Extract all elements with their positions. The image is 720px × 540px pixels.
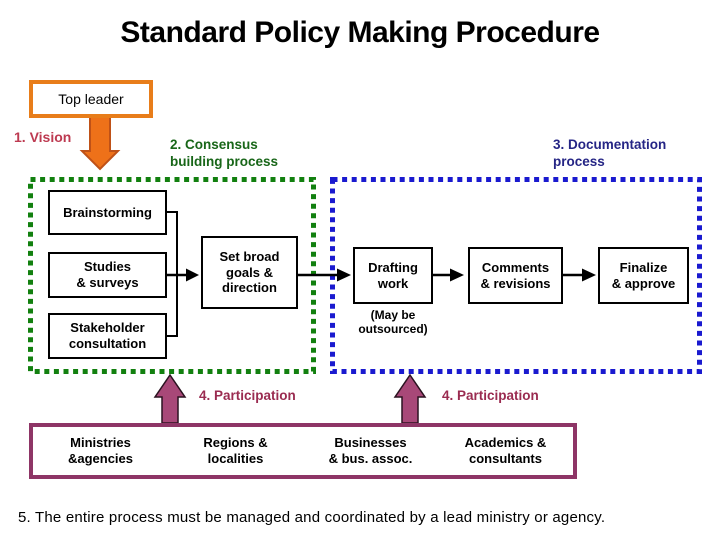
arrow-drafting-to-comments-head	[450, 268, 464, 282]
slide-title: Standard Policy Making Procedure	[120, 16, 600, 49]
studies-surveys-box: Studies & surveys	[48, 252, 167, 298]
stakeholder-consultation-box: Stakeholder consultation	[48, 313, 167, 359]
participant-regions: Regions & localities	[203, 434, 268, 466]
set-broad-goals-label: Set broad goals & direction	[219, 249, 280, 296]
finalize-approve-label: Finalize & approve	[611, 259, 676, 291]
brainstorming-box: Brainstorming	[48, 190, 167, 235]
label-vision: 1. Vision	[14, 129, 72, 145]
drafting-work-label: Drafting work	[368, 259, 418, 291]
label-participation-right: 4. Participation	[442, 388, 539, 403]
arrow-goals-to-drafting-head	[337, 268, 351, 282]
participants-box: Ministries &agencies Regions & localitie…	[29, 423, 577, 479]
brainstorming-label: Brainstorming	[63, 204, 152, 220]
set-broad-goals-box: Set broad goals & direction	[201, 236, 298, 309]
stakeholder-consultation-label: Stakeholder consultation	[68, 320, 147, 351]
comments-revisions-box: Comments & revisions	[468, 247, 563, 304]
coordination-note: 5. The entire process must be managed an…	[18, 509, 606, 526]
participation-up-arrow-left	[153, 373, 187, 424]
finalize-approve-box: Finalize & approve	[598, 247, 689, 304]
participant-academics: Academics & consultants	[464, 434, 547, 466]
participation-up-arrow-right	[393, 373, 427, 424]
drafting-work-box: Drafting work	[353, 247, 433, 304]
arrow-comments-to-finalize-head	[582, 268, 596, 282]
label-documentation-process: 3. Documentation process	[553, 137, 667, 169]
studies-surveys-label: Studies & surveys	[76, 259, 139, 290]
label-participation-left: 4. Participation	[199, 388, 296, 403]
participant-ministries: Ministries &agencies	[67, 434, 134, 466]
top-leader-label: Top leader	[58, 91, 124, 107]
bracket-connector	[167, 211, 178, 337]
top-leader-box: Top leader	[29, 80, 153, 118]
vision-down-arrow	[79, 115, 121, 171]
may-be-outsourced-note: (May be outsourced)	[358, 308, 428, 337]
participant-businesses: Businesses & bus. assoc.	[328, 434, 413, 466]
arrow-to-goals-head	[186, 268, 199, 282]
label-consensus-building-process: 2. Consensus building process	[170, 137, 279, 169]
comments-revisions-label: Comments & revisions	[480, 259, 551, 291]
